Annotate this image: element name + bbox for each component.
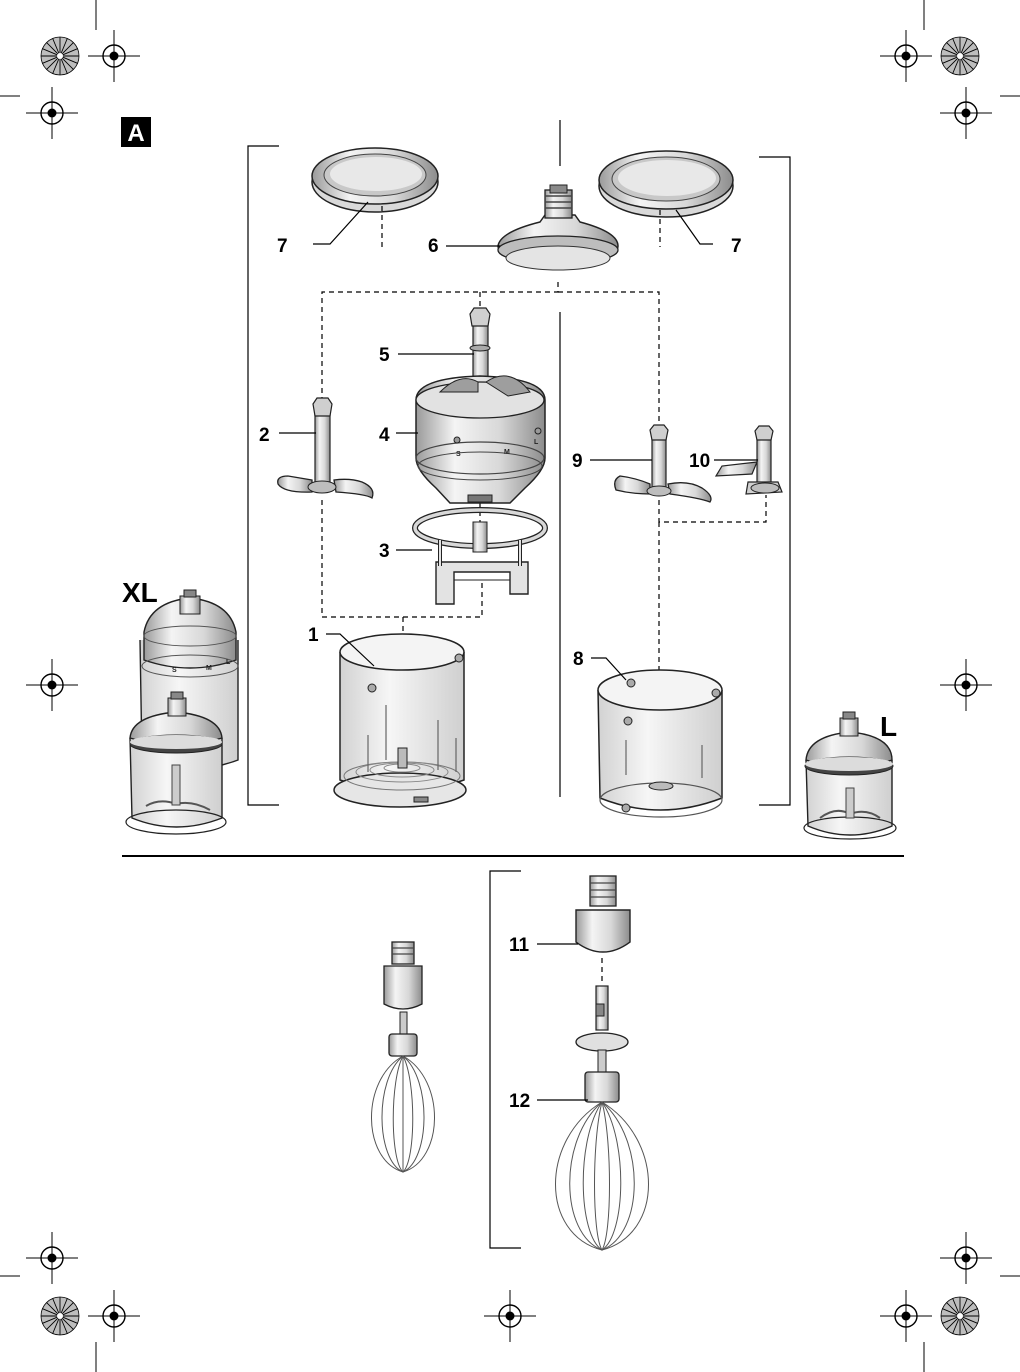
registration-mark: [26, 87, 78, 139]
registration-mark: [88, 1290, 140, 1342]
whisk: [556, 986, 649, 1250]
callout-6: 6: [428, 236, 439, 257]
grater-holder: [415, 510, 545, 604]
callout-7-right: 7: [731, 236, 742, 257]
group-brackets: [122, 120, 904, 1248]
assembly-guides: [322, 206, 766, 985]
section-badge: A: [121, 117, 151, 147]
variant-label-l: L: [880, 711, 897, 742]
lid-left: [312, 148, 438, 212]
registration-mark: [940, 1232, 992, 1284]
callout-5: 5: [379, 345, 390, 366]
callout-7-left: 7: [277, 236, 288, 257]
color-wheel-top-right: [941, 37, 979, 75]
grater-attachment: S M L: [416, 376, 545, 503]
bowl-large: [334, 634, 466, 807]
registration-mark: [484, 1290, 536, 1342]
whisk-group-bracket: [490, 871, 521, 1248]
registration-mark: [880, 30, 932, 82]
registration-mark: [26, 1232, 78, 1284]
color-wheel-bottom-left: [41, 1297, 79, 1335]
variant-label-xl: XL: [122, 577, 158, 608]
color-wheel-bottom-right: [941, 1297, 979, 1335]
assembled-xl: S M L: [126, 590, 238, 834]
callout-9: 9: [572, 451, 583, 472]
registration-mark: [940, 659, 992, 711]
callout-12: 12: [509, 1091, 530, 1112]
dial-mark-s: S: [172, 667, 177, 674]
registration-mark: [940, 87, 992, 139]
registration-mark: [880, 1290, 932, 1342]
callout-8: 8: [573, 649, 584, 670]
left-group-bracket: [248, 146, 279, 805]
whisk-coupling: [576, 876, 630, 952]
bowl-medium: [598, 670, 722, 817]
dial-mark-m: M: [504, 449, 510, 456]
callout-2: 2: [259, 425, 270, 446]
chopping-blade-large: [278, 398, 373, 498]
callout-3: 3: [379, 541, 390, 562]
lid-right: [599, 151, 733, 217]
dial-mark-m: M: [206, 665, 212, 672]
callout-10: 10: [689, 451, 710, 472]
color-wheel-top-left: [41, 37, 79, 75]
registration-mark: [26, 659, 78, 711]
dial-mark-l: L: [534, 439, 539, 446]
callout-4: 4: [379, 425, 390, 446]
whisk-assembled: [371, 942, 434, 1172]
gear-cover: [498, 185, 618, 270]
callout-1: 1: [308, 625, 319, 646]
section-badge-label: A: [127, 120, 144, 147]
callout-11: 11: [509, 935, 530, 956]
registration-mark: [88, 30, 140, 82]
dial-mark-s: S: [456, 451, 461, 458]
dial-mark-l: L: [226, 659, 231, 666]
